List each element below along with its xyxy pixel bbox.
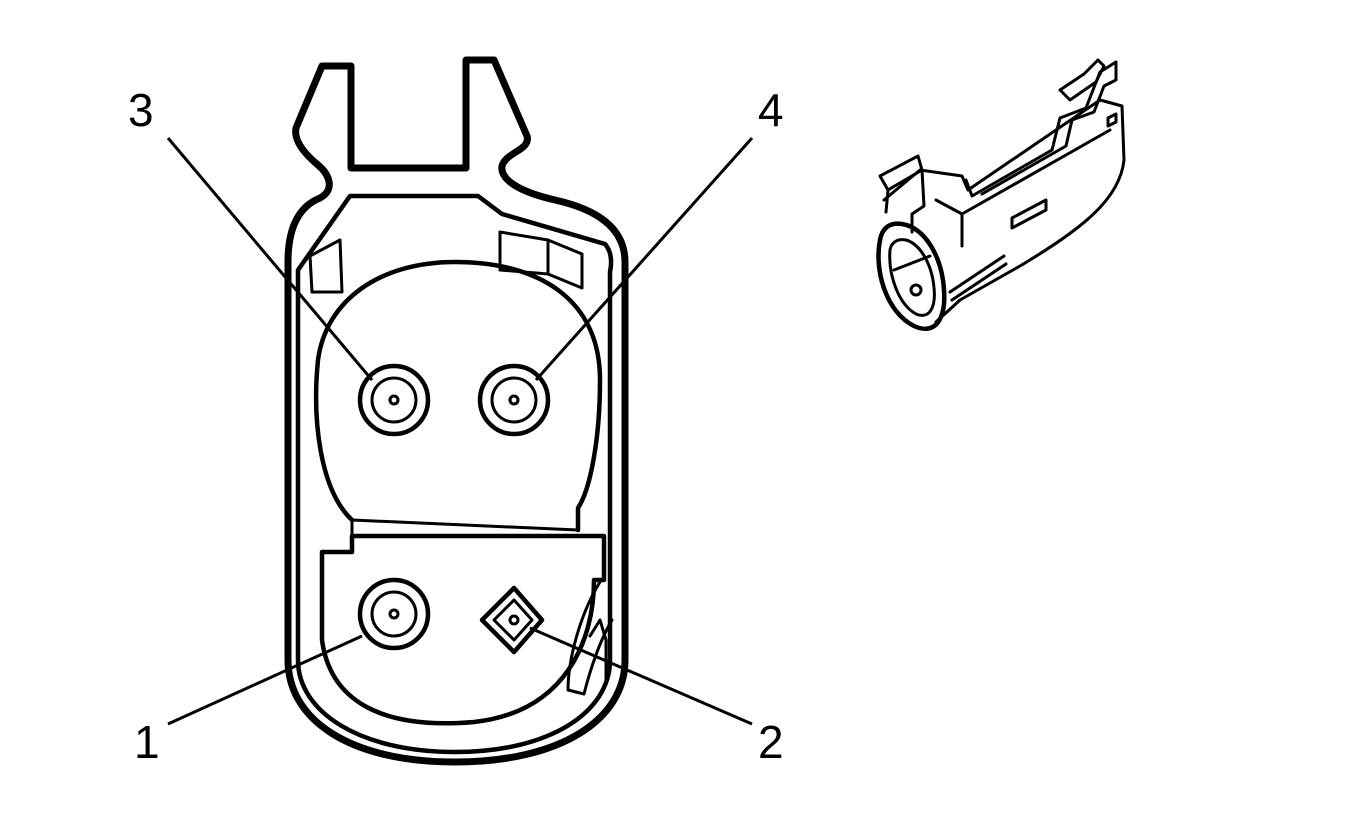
iso-front-face [876,221,947,331]
iso-front-divider [892,254,932,272]
pin-label-2: 2 [758,716,784,768]
latch-tab-right [498,230,584,290]
housing-outline [284,56,629,766]
connector-face [284,56,629,766]
leader-line-2 [529,626,753,726]
iso-front-inner [888,238,936,317]
pin-label-4: 4 [758,84,784,136]
pin-1-terminal [357,577,431,651]
iso-side-rail [948,254,1008,302]
upper-cavity [313,259,603,533]
iso-body [882,98,1126,324]
iso-rear-tab [878,154,926,234]
iso-ridge [934,112,1118,248]
inner-boundary [295,193,614,755]
leader-line-1 [167,634,363,726]
pin-3-terminal [357,363,431,437]
leader-line-3 [166,137,374,381]
pin-4-terminal [477,363,551,437]
connector-isometric-view [876,58,1126,331]
leader-line-4 [534,137,754,381]
iso-front-pin [909,283,923,297]
iso-latch-arm [1058,58,1106,102]
iso-side-slot [1010,198,1048,230]
pin-2-terminal [479,585,545,655]
pin-label-3: 3 [128,84,154,136]
iso-latch [964,60,1118,198]
latch-tab-left [308,238,344,294]
polarization-slot [566,580,614,696]
lower-cavity [319,533,607,726]
pin-label-1: 1 [134,716,160,768]
